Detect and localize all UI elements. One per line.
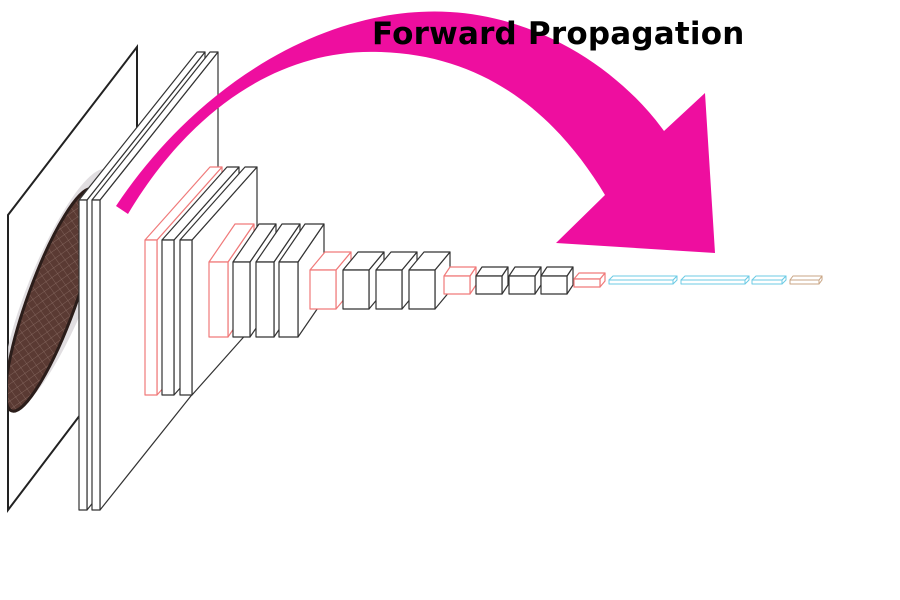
network-layers xyxy=(78,51,823,511)
layer-top-face xyxy=(475,266,509,277)
layer-front-face xyxy=(751,279,783,285)
conv-layer xyxy=(540,266,574,295)
layer-front-face xyxy=(608,279,674,285)
layer-front-face xyxy=(408,269,436,310)
layer-top-face xyxy=(540,266,574,277)
layer-front-face xyxy=(443,275,471,295)
output-layer xyxy=(789,275,823,285)
layer-top-face xyxy=(789,275,823,281)
layer-front-face xyxy=(309,269,337,310)
layer-top-face xyxy=(443,266,477,277)
conv-layer xyxy=(475,266,509,295)
layer-front-face xyxy=(540,275,568,295)
conv-layer xyxy=(408,251,451,310)
forward-arrow-icon xyxy=(116,11,715,253)
layer-front-face xyxy=(144,239,158,396)
fc-layer xyxy=(680,275,750,285)
layer-front-face xyxy=(232,261,251,338)
layer-front-face xyxy=(375,269,403,310)
layer-front-face xyxy=(680,279,746,285)
layer-front-face xyxy=(255,261,275,338)
layer-front-face xyxy=(573,278,601,288)
layer-front-face xyxy=(475,275,503,295)
conv-layer xyxy=(278,223,325,338)
layer-front-face xyxy=(179,239,193,396)
layer-front-face xyxy=(91,199,101,511)
fc-layer xyxy=(751,275,787,285)
diagram-title: Forward Propagation xyxy=(372,16,745,52)
conv-layer xyxy=(508,266,542,295)
layer-front-face xyxy=(208,261,229,338)
layer-front-face xyxy=(508,275,536,295)
layer-top-face xyxy=(573,272,606,280)
pool-layer xyxy=(443,266,477,295)
layer-top-face xyxy=(680,275,750,281)
layer-top-face xyxy=(508,266,542,277)
layer-front-face xyxy=(278,261,299,338)
layer-front-face xyxy=(78,199,88,511)
layer-front-face xyxy=(342,269,370,310)
layer-front-face xyxy=(161,239,175,396)
layer-top-face xyxy=(751,275,787,281)
pool-layer xyxy=(573,272,606,288)
fc-layer xyxy=(608,275,678,285)
layer-front-face xyxy=(789,279,820,285)
layer-top-face xyxy=(608,275,678,281)
